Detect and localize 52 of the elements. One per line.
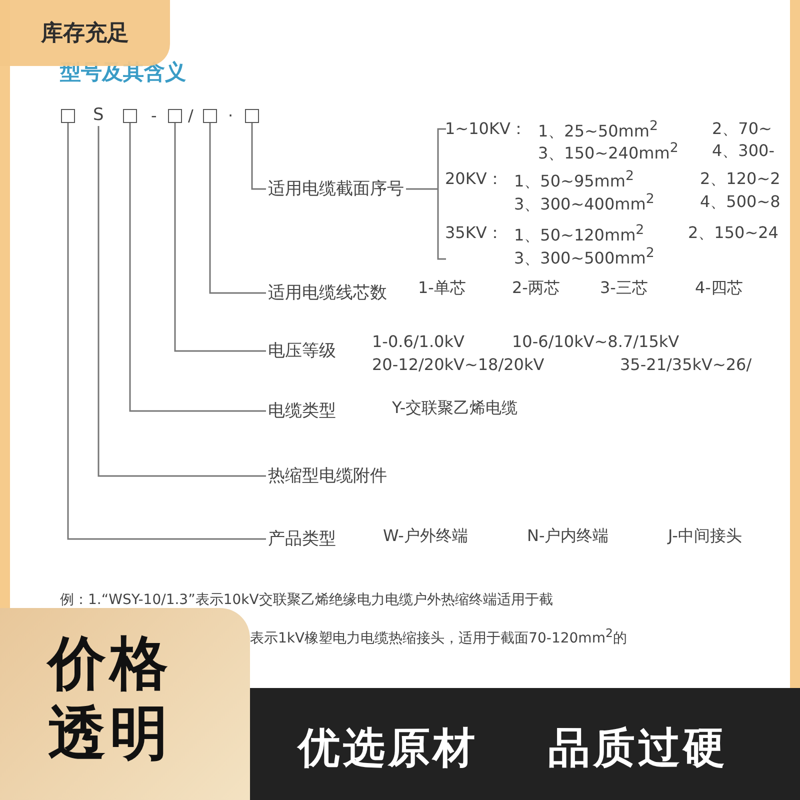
- code-description: 适用电缆线芯数: [268, 281, 387, 305]
- banner-text: 品质过硬: [548, 722, 728, 774]
- label-text: 35KV：: [445, 223, 503, 244]
- label-text: 20-12/20kV~18/20kV: [372, 355, 544, 374]
- code-description: 适用电缆截面序号: [268, 177, 404, 201]
- label-text: 1-0.6/1.0kV: [372, 332, 464, 351]
- label-text: 4-四芯: [695, 278, 743, 299]
- label-text: 4、300-: [712, 141, 774, 162]
- banner-text: 优选原材: [298, 722, 478, 774]
- leader-line: [251, 123, 266, 190]
- code-description: 电缆类型: [268, 399, 336, 423]
- leader-line: [67, 123, 266, 540]
- code-box: [203, 109, 217, 123]
- leader-line: [129, 123, 266, 412]
- code-box: [168, 109, 182, 123]
- label-text: 1、25~50mm$^{2}$: [538, 119, 658, 142]
- label-text: N-户内终端: [527, 526, 609, 547]
- label-text: 1、50~120mm$^{2}$: [514, 223, 644, 246]
- label-text: 35-21/35kV~26/: [620, 355, 752, 374]
- leader-line: [209, 123, 266, 294]
- label-text: 1、50~95mm$^{2}$: [514, 169, 634, 192]
- label-text: 10-6/10kV~8.7/15kV: [512, 332, 680, 351]
- label-text: 3、300~400mm$^{2}$: [514, 192, 654, 216]
- label-text: 2-两芯: [512, 278, 560, 299]
- leader-line: [174, 123, 266, 352]
- label-text: -: [151, 106, 157, 125]
- label-text: 2、120~2: [700, 169, 780, 190]
- label-text: 例：1.“WSY-10/1.3”表示10kV交联聚乙烯绝缘电力电缆户外热缩终端适用于截: [60, 591, 553, 609]
- label-text: 3、150~240mm$^{2}$: [538, 141, 678, 164]
- label-text: 1-单芯: [418, 278, 466, 299]
- code-box: [61, 109, 75, 123]
- code-description: 产品类型: [268, 527, 336, 551]
- label-text: Y-交联聚乙烯电缆: [392, 398, 518, 419]
- banner-text: 价格透明: [48, 628, 173, 768]
- label-text: J-中间接头: [668, 526, 742, 547]
- code-description: S: [93, 104, 104, 126]
- label-text: 2、70~: [712, 119, 772, 140]
- leader-line: [98, 126, 266, 477]
- code-description: 热缩型电缆附件: [268, 464, 387, 488]
- label-text: 4、500~8: [700, 192, 780, 213]
- label-text: ·: [228, 106, 234, 125]
- label-text: W-户外终端: [383, 526, 468, 547]
- label-text: 3、300~500mm$^{2}$: [514, 246, 654, 270]
- label-text: 1~10KV：: [445, 119, 526, 140]
- label-text: 3-三芯: [600, 278, 648, 299]
- code-description: 电压等级: [268, 339, 336, 363]
- code-box: [123, 109, 137, 123]
- code-box: [245, 109, 259, 123]
- label-text: 2、150~24: [688, 223, 778, 244]
- label-text: /: [188, 106, 194, 125]
- label-text: 20KV：: [445, 169, 503, 190]
- label-text: 表示1kV橡塑电力电缆热缩接头，适用于截面70-120mm$^{2}$的: [250, 626, 627, 648]
